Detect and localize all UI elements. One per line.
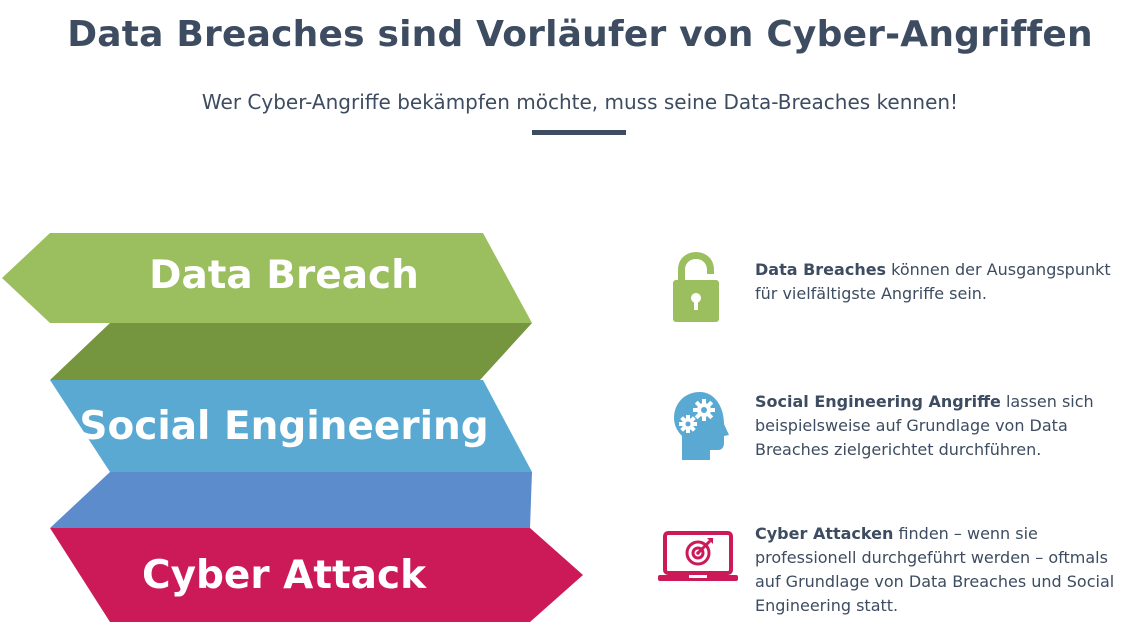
item-cyber-attacken: Cyber Attacken finden – wenn sie profess…: [755, 522, 1130, 618]
arrow-cyber-attack: [50, 528, 583, 622]
arrow-data-breach-label: Data Breach: [149, 253, 419, 298]
arrow-cyber-attack-label: Cyber Attack: [142, 553, 427, 598]
item-cyber-attacken-text: finden – wenn sie professionell durchgef…: [755, 524, 1115, 615]
item-social-engineering: Social Engineering Angriffe lassen sich …: [755, 390, 1130, 462]
head-gears-icon: [674, 392, 729, 460]
padlock-open-icon: [673, 252, 719, 322]
title-divider: [532, 130, 626, 135]
page-title: Data Breaches sind Vorläufer von Cyber-A…: [67, 14, 1093, 55]
arrow-social-engineering-label: Social Engineering: [79, 404, 488, 449]
arrow-social-engineering: [50, 380, 532, 472]
item-data-breaches: Data Breaches können der Ausgangspunkt f…: [755, 258, 1130, 306]
item-data-breaches-bold: Data Breaches: [755, 260, 887, 279]
laptop-target-icon: [658, 531, 738, 581]
item-social-engineering-bold: Social Engineering Angriffe: [755, 392, 1001, 411]
arrow-data-breach: [2, 233, 532, 323]
page-subtitle: Wer Cyber-Angriffe bekämpfen möchte, mus…: [201, 90, 959, 114]
fold-data-breach-to-social-engineering: [50, 323, 532, 380]
item-cyber-attacken-bold: Cyber Attacken: [755, 524, 894, 543]
item-data-breaches-text: können der Ausgangspunkt für vielfältigs…: [755, 260, 1111, 303]
item-social-engineering-text: lassen sich beispielsweise auf Grundlage…: [755, 392, 1094, 459]
fold-social-engineering-to-cyber-attack: [50, 472, 532, 528]
